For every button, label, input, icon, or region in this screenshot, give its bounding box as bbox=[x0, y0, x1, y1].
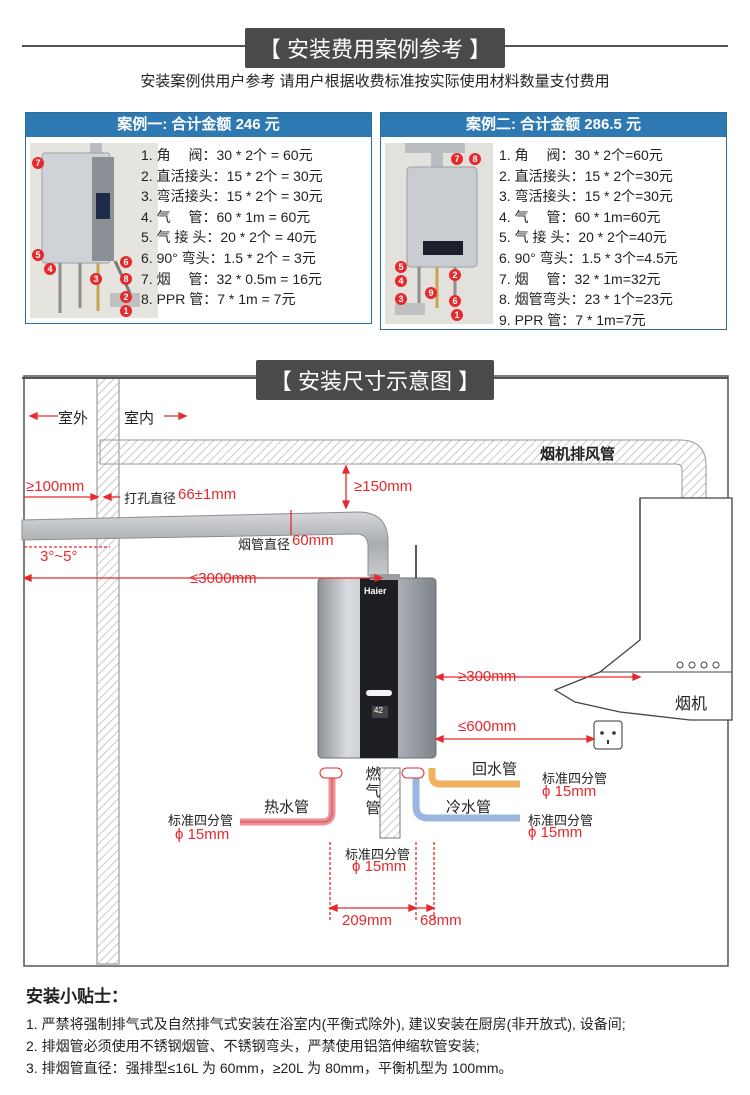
case-two-header: 案例二: 合计金额 286.5 元 bbox=[381, 113, 726, 137]
dim-hot-size: ϕ 15mm bbox=[175, 826, 230, 843]
case-two-badge-9: 9 bbox=[425, 287, 437, 299]
label-hood-pipe: 烟机排风管 bbox=[540, 446, 616, 463]
install-tips: 安装小贴士： 1. 严禁将强制排气式及自然排气式安装在浴室内(平衡式除外), 建… bbox=[26, 982, 626, 1079]
dim-68: 68mm bbox=[420, 912, 462, 929]
label-gas-std: 标准四分管 bbox=[345, 847, 411, 862]
dim-300: ≥300mm bbox=[458, 668, 517, 685]
case-two-badge-5: 5 bbox=[395, 261, 407, 273]
case-one-badge-2: 2 bbox=[120, 291, 132, 303]
case-one-badge-6: 6 bbox=[120, 256, 132, 268]
heater-brand: Haier bbox=[364, 586, 387, 596]
section-title-size: 【 安装尺寸示意图 】 bbox=[0, 360, 750, 400]
case-two-badge-2: 2 bbox=[449, 269, 461, 281]
label-return-std: 标准四分管 bbox=[542, 771, 608, 786]
list-item: 5. 气 接 头：20 * 2个=40元 bbox=[499, 229, 667, 246]
list-item: 9. PPR 管：7 * 1m=7元 bbox=[499, 311, 646, 328]
dim-150: ≥150mm bbox=[354, 478, 413, 495]
list-item: 5. 气 接 头：20 * 2个 = 40元 bbox=[141, 229, 317, 246]
list-item: 2. 直活接头：15 * 2个=30元 bbox=[499, 167, 673, 184]
case-two-list: 1. 角 阀：30 * 2个=60元 2. 直活接头：15 * 2个=30元 3… bbox=[499, 145, 678, 330]
label-hood: 烟机 bbox=[675, 696, 708, 713]
return-water-pipe bbox=[428, 768, 520, 788]
flue-pipe bbox=[21, 511, 389, 577]
label-hot-pipe: 热水管 bbox=[264, 799, 310, 816]
case-one-list: 1. 角 阀：30 * 2个 = 60元 2. 直活接头：15 * 2个 = 3… bbox=[141, 145, 323, 310]
power-socket bbox=[593, 720, 623, 750]
case-one-badge-3: 3 bbox=[90, 273, 102, 285]
case-two-badge-8: 8 bbox=[469, 153, 481, 165]
water-heater-panel bbox=[360, 578, 398, 758]
case-two-badge-6: 6 bbox=[449, 295, 461, 307]
heater-display: 42 bbox=[374, 706, 383, 715]
cost-subtitle: 安装案例供用户参考 请用户根据收费标准按实际使用材料数量支付费用 bbox=[140, 73, 610, 90]
list-item: 3. 弯活接头：15 * 2个=30元 bbox=[499, 188, 673, 205]
tip-item: 3. 排烟管直径：强排型≤16L 为 60mm，≥20L 为 80mm，平衡机型… bbox=[26, 1060, 513, 1076]
case-two-badge-4: 4 bbox=[395, 275, 407, 287]
case-two-badge-7: 7 bbox=[451, 153, 463, 165]
label-pipe-dia: 烟管直径 bbox=[238, 537, 291, 552]
section-title-size-label: 【 安装尺寸示意图 】 bbox=[255, 360, 495, 400]
dim-hole: 66±1mm bbox=[178, 486, 237, 503]
case-two-badge-1: 1 bbox=[451, 309, 463, 321]
list-item: 8. 烟管弯头：23 * 1个=23元 bbox=[499, 291, 673, 308]
label-hole: 打孔直径 bbox=[124, 491, 177, 506]
dim-gas-size: ϕ 15mm bbox=[352, 858, 407, 875]
dim-600: ≤600mm bbox=[458, 718, 517, 735]
case-one-badge-4: 4 bbox=[44, 263, 56, 275]
case-one-header: 案例一: 合计金额 246 元 bbox=[26, 113, 371, 137]
list-item: 4. 气 管：60 * 1m=60元 bbox=[499, 208, 661, 225]
list-item: 2. 直活接头：15 * 2个 = 30元 bbox=[141, 167, 323, 184]
case-one-badge-1: 1 bbox=[120, 305, 132, 317]
list-item: 6. 90° 弯头：1.5 * 2个 = 3元 bbox=[141, 249, 316, 266]
case-two-badge-3: 3 bbox=[395, 293, 407, 305]
list-item: 7. 烟 管：32 * 1m=32元 bbox=[499, 270, 661, 287]
tip-item: 1. 严禁将强制排气式及自然排气式安装在浴室内(平衡式除外), 建议安装在厨房(… bbox=[26, 1016, 626, 1032]
list-item: 7. 烟 管：32 * 0.5m = 16元 bbox=[141, 270, 322, 287]
case-one-card: 案例一: 合计金额 246 元 7 5 4 6 3 8 2 1 1. 角 阀：3… bbox=[25, 112, 372, 324]
label-indoor: 室内 bbox=[124, 410, 155, 427]
dim-3000: ≤3000mm bbox=[190, 570, 257, 587]
gas-pipe bbox=[379, 767, 401, 839]
case-one-badge-5: 5 bbox=[32, 249, 44, 261]
dim-cold-size: ϕ 15mm bbox=[528, 824, 583, 841]
dim-100: ≥100mm bbox=[26, 478, 85, 495]
cold-water-pipe bbox=[412, 768, 520, 822]
section-title-cost: 【 安装费用案例参考 】 bbox=[0, 28, 750, 68]
wall bbox=[96, 377, 120, 965]
case-one-badge-7: 7 bbox=[32, 157, 44, 169]
section-title-cost-label: 【 安装费用案例参考 】 bbox=[244, 28, 506, 68]
list-item: 1. 角 阀：30 * 2个 = 60元 bbox=[141, 147, 313, 163]
label-outdoor: 室外 bbox=[58, 410, 89, 427]
tips-title: 安装小贴士： bbox=[26, 987, 128, 1006]
dim-angle: 3°~5° bbox=[40, 548, 78, 565]
list-item: 8. PPR 管：7 * 1m = 7元 bbox=[141, 291, 296, 308]
dim-return-size: ϕ 15mm bbox=[542, 783, 597, 800]
case-one-photo bbox=[30, 143, 158, 318]
label-return-pipe: 回水管 bbox=[472, 761, 518, 778]
label-hot-std: 标准四分管 bbox=[168, 813, 234, 828]
list-item: 6. 90° 弯头：1.5 * 3个=4.5元 bbox=[499, 249, 678, 266]
label-cold-std: 标准四分管 bbox=[528, 813, 594, 828]
list-item: 3. 弯活接头：15 * 2个 = 30元 bbox=[141, 188, 323, 205]
list-item: 4. 气 管：60 * 1m = 60元 bbox=[141, 208, 311, 225]
case-one-badge-8: 8 bbox=[120, 273, 132, 285]
range-hood bbox=[553, 497, 733, 721]
case-two-card: 案例二: 合计金额 286.5 元 7 8 5 4 2 3 9 6 1 1. 角… bbox=[380, 112, 727, 330]
dim-pipe-dia: 60mm bbox=[292, 532, 334, 549]
list-item: 1. 角 阀：30 * 2个=60元 bbox=[499, 147, 663, 163]
dim-209: 209mm bbox=[342, 912, 393, 929]
tip-item: 2. 排烟管必须使用不锈钢烟管、不锈钢弯头，严禁使用铝箔伸缩软管安装; bbox=[26, 1038, 480, 1054]
label-cold-pipe: 冷水管 bbox=[446, 799, 492, 816]
label-gas-pipe: 燃气管 bbox=[365, 766, 381, 817]
